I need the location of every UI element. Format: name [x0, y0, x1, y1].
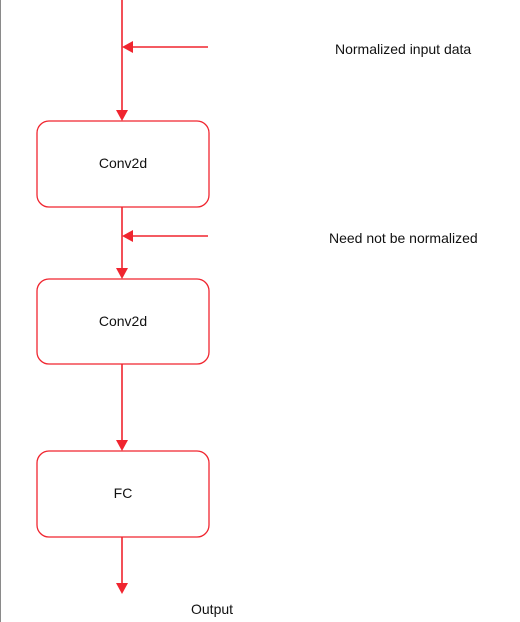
- conv2d-node-1: Conv2d: [36, 120, 210, 208]
- fc-node: FC: [36, 450, 210, 538]
- arrowhead-into-conv2: [116, 268, 128, 279]
- left-border: [0, 0, 1, 622]
- output-label: Output: [191, 601, 233, 617]
- conv2d-node-2-label: Conv2d: [99, 313, 147, 329]
- conv2d-node-1-label: Conv2d: [99, 155, 147, 171]
- conv2d-node-2: Conv2d: [36, 278, 210, 365]
- side-input-arrowhead-2: [122, 230, 133, 242]
- side-input-arrowhead-1: [122, 41, 133, 53]
- arrowhead-into-fc: [116, 440, 128, 451]
- arrowhead-into-conv1: [116, 110, 128, 121]
- fc-node-label: FC: [114, 485, 133, 501]
- arrowhead-output: [116, 583, 128, 594]
- intermediate-annotation: Need not be normalized: [329, 230, 478, 246]
- input-data-annotation: Normalized input data: [335, 41, 471, 57]
